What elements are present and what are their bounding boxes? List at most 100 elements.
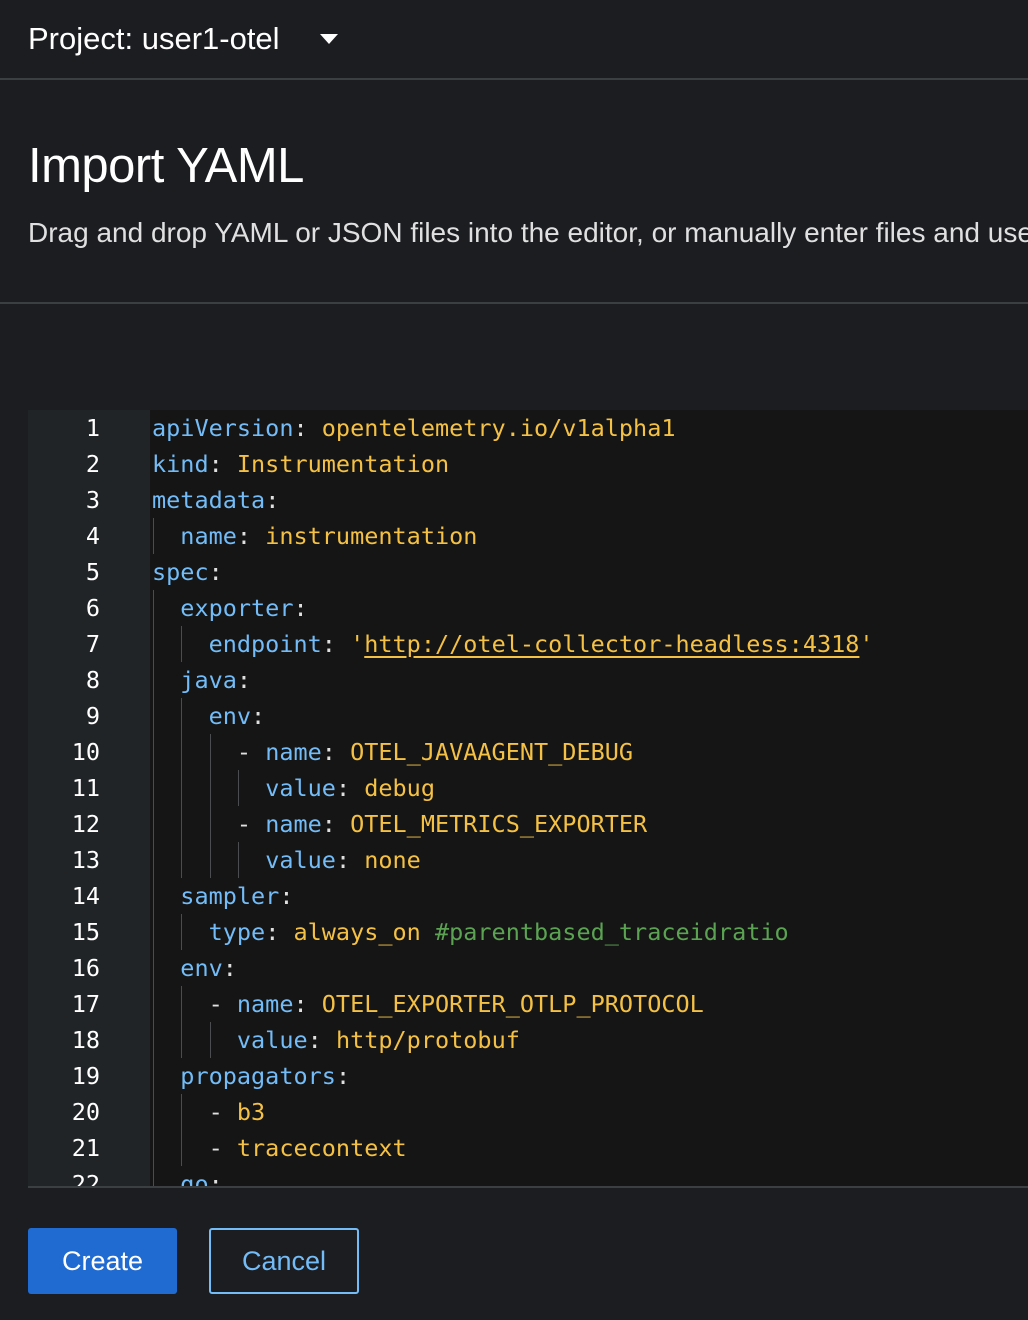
yaml-key: name [180, 522, 237, 550]
indent-guide [181, 842, 183, 878]
indent-guide [153, 590, 154, 626]
code-text: - name: OTEL_JAVAAGENT_DEBUG [152, 734, 633, 770]
code-line: 7 endpoint: 'http://otel-collector-headl… [28, 626, 1028, 662]
code-text: exporter: [152, 590, 308, 626]
project-selector-label[interactable]: Project: user1-otel [28, 21, 280, 56]
code-text: propagators: [152, 1058, 350, 1094]
yaml-punct [152, 882, 180, 910]
yaml-comment: #parentbased_traceidratio [434, 918, 789, 946]
code-text: value: none [152, 842, 421, 878]
yaml-value: tracecontext [236, 1134, 407, 1162]
yaml-punct [152, 774, 265, 802]
code-text: sampler: [152, 878, 294, 914]
code-text: name: instrumentation [152, 518, 477, 554]
yaml-key: metadata [152, 486, 266, 514]
yaml-value: ' [350, 630, 365, 658]
indent-guide [153, 698, 154, 734]
code-text: env: [152, 698, 266, 734]
code-text: value: debug [152, 770, 435, 806]
code-line: 15 type: always_on #parentbased_traceidr… [28, 914, 1028, 950]
indent-guide [153, 734, 154, 770]
yaml-key: propagators [180, 1062, 336, 1090]
indent-guide [153, 1094, 154, 1130]
yaml-punct [152, 954, 180, 982]
yaml-key: type [208, 918, 266, 946]
indent-guide [181, 914, 183, 950]
yaml-punct: : [293, 594, 308, 622]
yaml-punct: : [321, 738, 351, 766]
yaml-key: go [180, 1170, 209, 1188]
yaml-punct: : [251, 702, 266, 730]
yaml-key: sampler [180, 882, 280, 910]
yaml-value: http/protobuf [335, 1026, 520, 1054]
indent-guide [153, 914, 154, 950]
code-line: 10 - name: OTEL_JAVAAGENT_DEBUG [28, 734, 1028, 770]
yaml-value: b3 [236, 1098, 266, 1126]
code-line: 11 value: debug [28, 770, 1028, 806]
yaml-value: instrumentation [265, 522, 478, 550]
indent-guide [181, 626, 183, 662]
indent-guide [153, 806, 154, 842]
yaml-punct [152, 918, 209, 946]
yaml-punct: - [152, 1098, 237, 1126]
indent-guide [153, 662, 154, 698]
line-number: 15 [71, 918, 100, 946]
page-description: Drag and drop YAML or JSON files into th… [28, 217, 1028, 248]
yaml-key: env [180, 954, 223, 982]
yaml-punct: - [152, 1134, 237, 1162]
yaml-punct: : [293, 990, 322, 1018]
yaml-punct [152, 702, 209, 730]
yaml-value: ' [859, 630, 874, 658]
yaml-value: OTEL_METRICS_EXPORTER [350, 810, 648, 838]
line-number: 3 [85, 486, 100, 514]
line-number-gutter [28, 410, 150, 1188]
yaml-punct [152, 666, 180, 694]
indent-guide [181, 698, 183, 734]
indent-guide [237, 842, 239, 878]
yaml-punct [152, 594, 180, 622]
indent-guide [181, 1130, 183, 1166]
line-number: 14 [71, 882, 100, 910]
code-text: apiVersion: opentelemetry.io/v1alpha1 [152, 410, 676, 446]
caret-down-icon[interactable] [319, 34, 338, 44]
code-text: - name: OTEL_EXPORTER_OTLP_PROTOCOL [152, 986, 704, 1022]
yaml-punct [152, 630, 209, 658]
code-text: - b3 [152, 1094, 266, 1130]
yaml-punct: : [236, 522, 266, 550]
yaml-value: OTEL_JAVAAGENT_DEBUG [350, 738, 634, 766]
yaml-punct: : [335, 846, 365, 874]
indent-guide [181, 1022, 183, 1058]
code-text: kind: Instrumentation [152, 446, 449, 482]
code-line: 9 env: [28, 698, 1028, 734]
yaml-punct: : [279, 882, 294, 910]
yaml-punct: - [152, 810, 266, 838]
code-text: type: always_on #parentbased_traceidrati… [152, 914, 789, 950]
yaml-punct: : [321, 630, 351, 658]
code-text: - tracecontext [152, 1130, 407, 1166]
yaml-punct: : [321, 810, 351, 838]
yaml-punct [152, 1026, 237, 1054]
code-line: 8 java: [28, 662, 1028, 698]
indent-guide [153, 842, 154, 878]
code-line: 20 - b3 [28, 1094, 1028, 1130]
line-number: 20 [71, 1098, 100, 1126]
line-number: 1 [85, 414, 100, 442]
yaml-punct [152, 1062, 180, 1090]
code-text: metadata: [152, 482, 279, 518]
yaml-value: debug [364, 774, 435, 802]
indent-guide [181, 734, 183, 770]
yaml-key: exporter [180, 594, 294, 622]
indent-guide [181, 770, 183, 806]
yaml-punct: - [152, 990, 237, 1018]
yaml-value: always_on [293, 918, 435, 946]
yaml-key: java [180, 666, 237, 694]
cancel-button[interactable]: Cancel [209, 1228, 359, 1294]
code-line: 21 - tracecontext [28, 1130, 1028, 1166]
indent-guide [209, 842, 211, 878]
indent-guide [209, 1022, 211, 1058]
indent-guide [153, 1166, 154, 1188]
create-button[interactable]: Create [28, 1228, 177, 1294]
yaml-key: env [208, 702, 252, 730]
